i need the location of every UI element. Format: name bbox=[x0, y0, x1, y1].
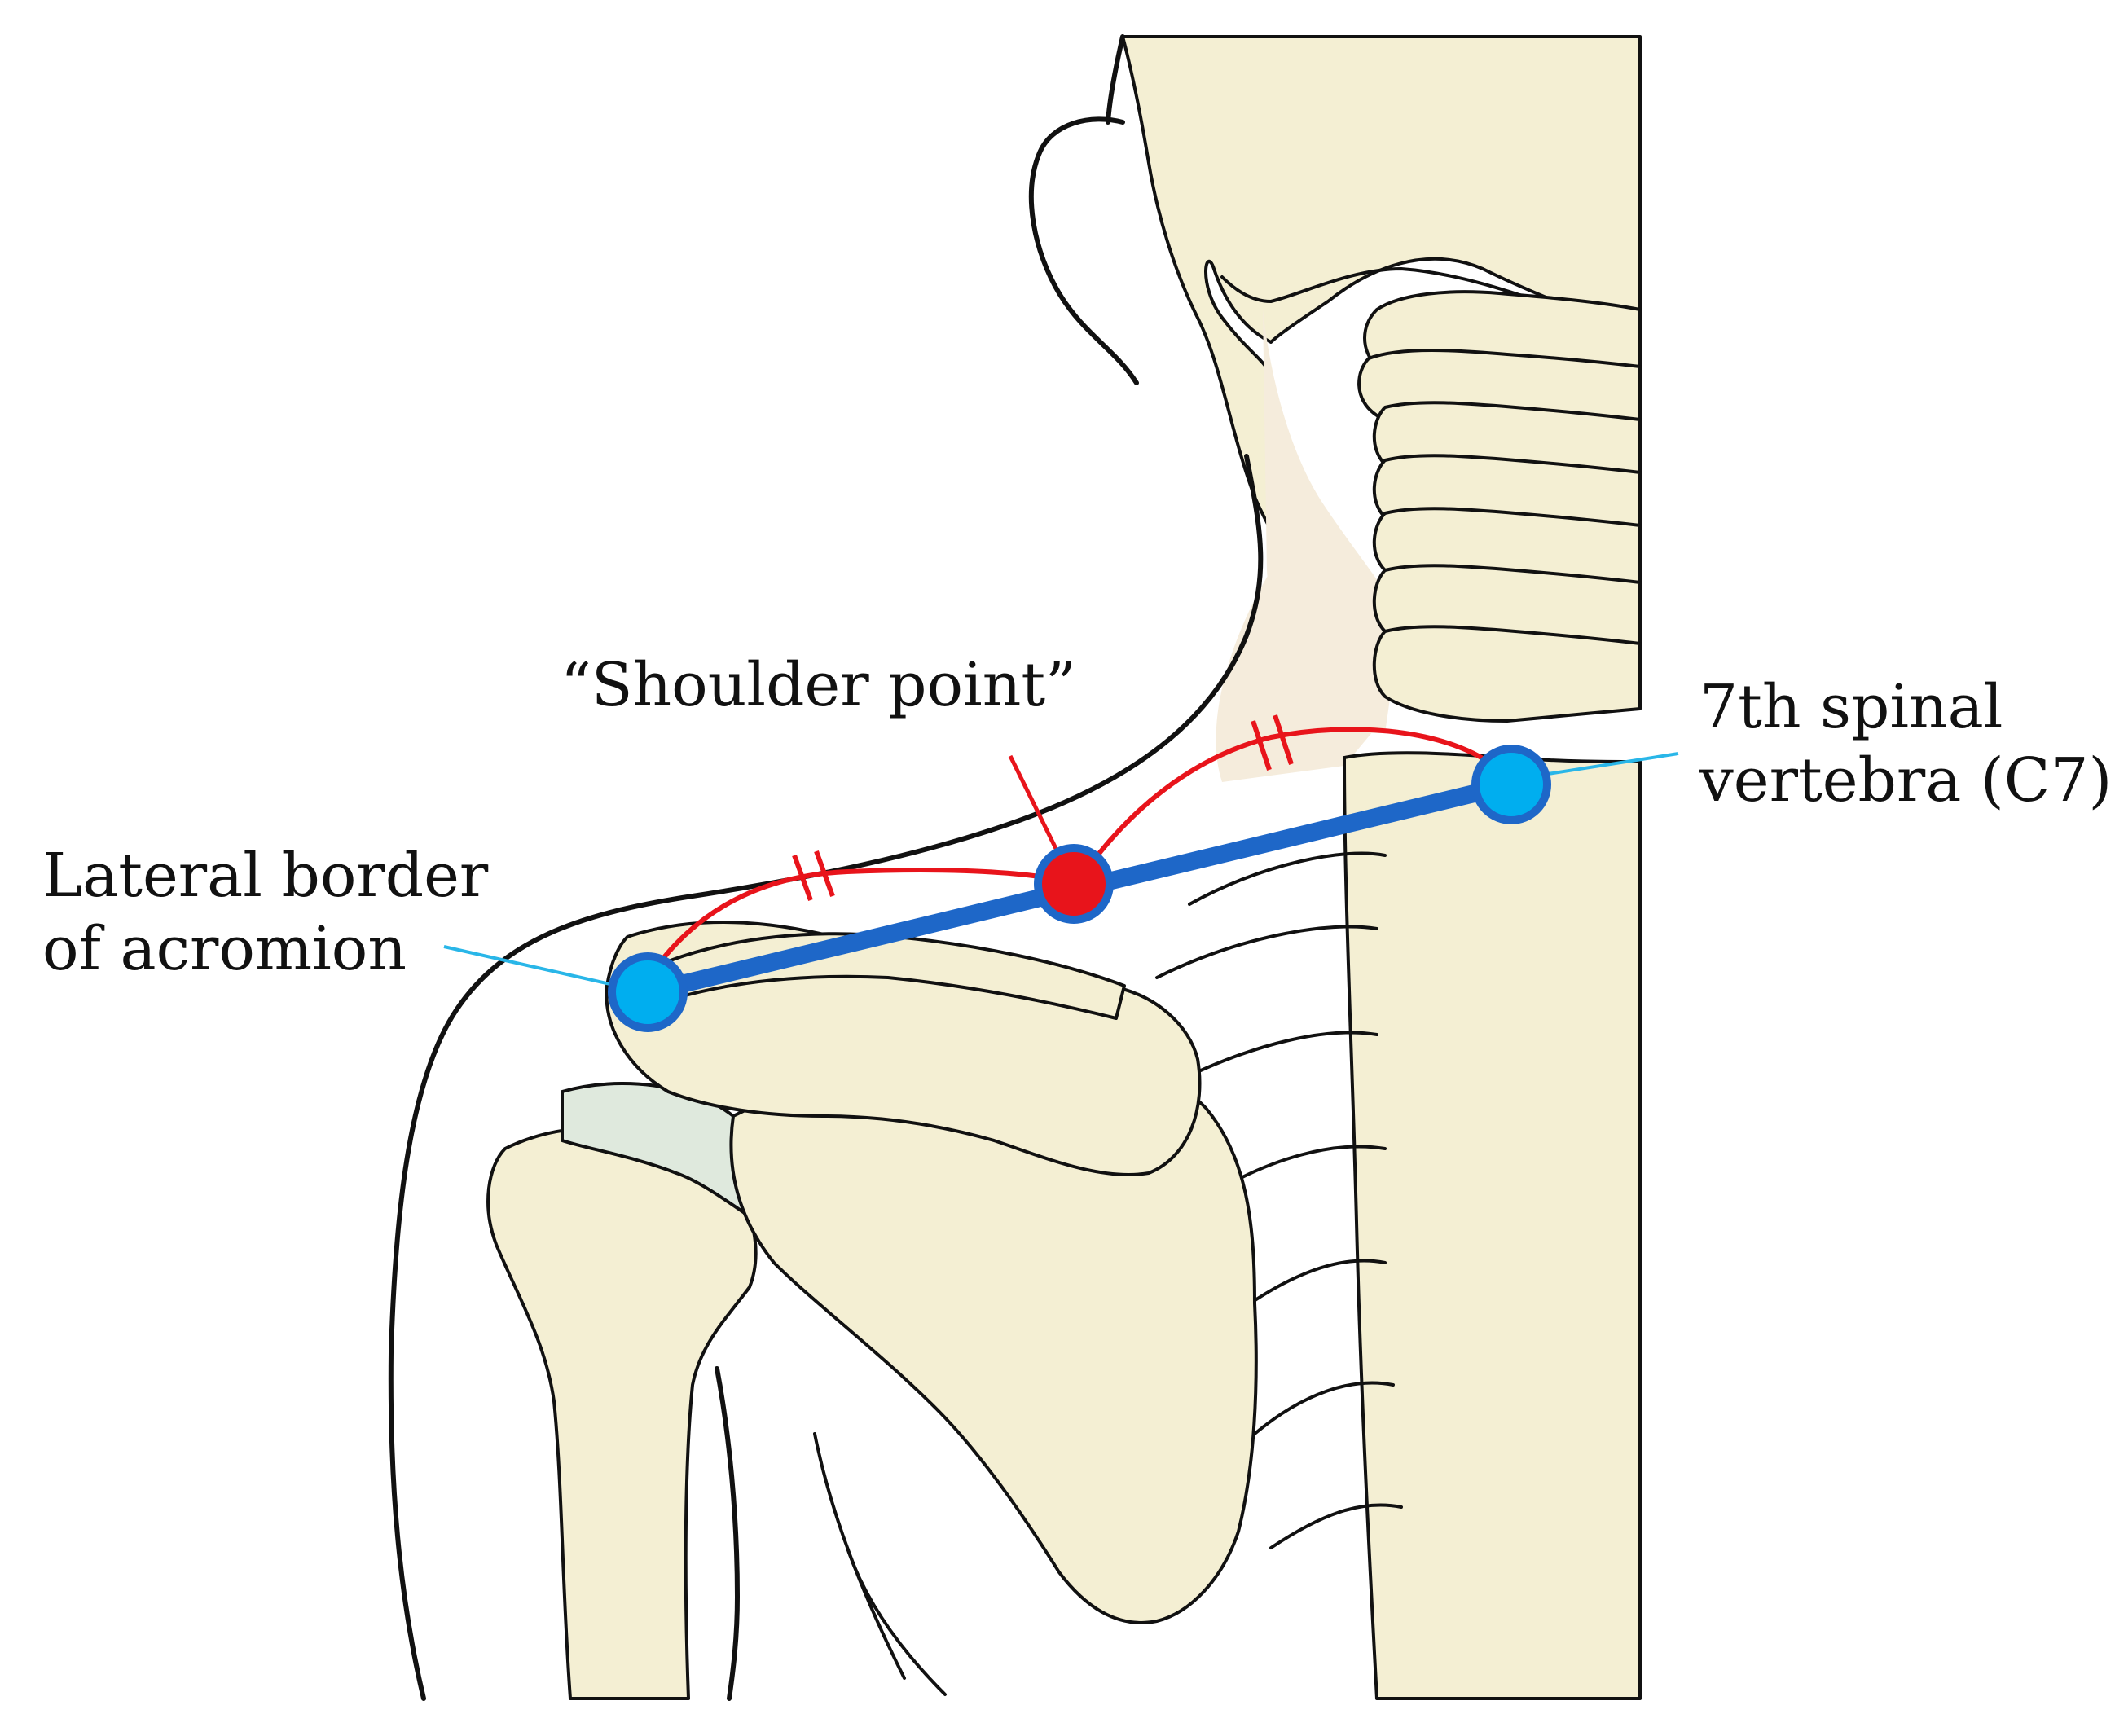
neck-shoulder-contour bbox=[388, 454, 1264, 1701]
rib-9 bbox=[813, 1432, 906, 1680]
arc-shoulder-point-to-c7 bbox=[1077, 727, 1501, 881]
rib-5 bbox=[1237, 1259, 1387, 1313]
cervical-vertebra-7 bbox=[1372, 625, 1642, 723]
c7-label-line-2: vertebra (C7) bbox=[1699, 745, 2113, 816]
humerus bbox=[486, 1126, 758, 1700]
tick-mark-icon bbox=[1251, 720, 1272, 771]
shoulder-point-label: “Shoulder point” bbox=[561, 648, 1076, 722]
tick-mark-icon bbox=[792, 854, 813, 902]
c7-label: 7th spinal vertebra (C7) bbox=[1699, 670, 2112, 818]
acromion-label: Lateral border of acromion bbox=[42, 839, 488, 987]
shoulder-point bbox=[1034, 844, 1114, 924]
acromion-label-line-2: of acromion bbox=[42, 914, 407, 985]
head-contour bbox=[1106, 34, 1125, 125]
rib-8 bbox=[846, 1546, 947, 1696]
tick-mark-icon bbox=[814, 850, 835, 898]
acromion-label-line-1: Lateral border bbox=[42, 841, 489, 911]
acromion-point bbox=[608, 952, 688, 1032]
leader-line-acromion bbox=[443, 945, 636, 991]
c7-label-line-1: 7th spinal bbox=[1699, 672, 2003, 742]
arc-acromion-to-shoulder-point bbox=[641, 868, 1060, 987]
leader-line-c7 bbox=[1547, 752, 1679, 776]
shoulder-point-label-text: “Shoulder point” bbox=[561, 650, 1076, 720]
rib-1 bbox=[1188, 851, 1387, 906]
rib-3 bbox=[1172, 1031, 1378, 1085]
rib-2 bbox=[1155, 925, 1378, 979]
rib-7 bbox=[1269, 1503, 1403, 1549]
ear-contour bbox=[1028, 116, 1139, 385]
tick-mark-icon bbox=[1273, 714, 1294, 765]
rib-6 bbox=[1253, 1381, 1395, 1435]
back-contour bbox=[715, 1366, 741, 1701]
c7-point bbox=[1471, 745, 1551, 824]
thoracic-spine bbox=[1343, 751, 1642, 1700]
